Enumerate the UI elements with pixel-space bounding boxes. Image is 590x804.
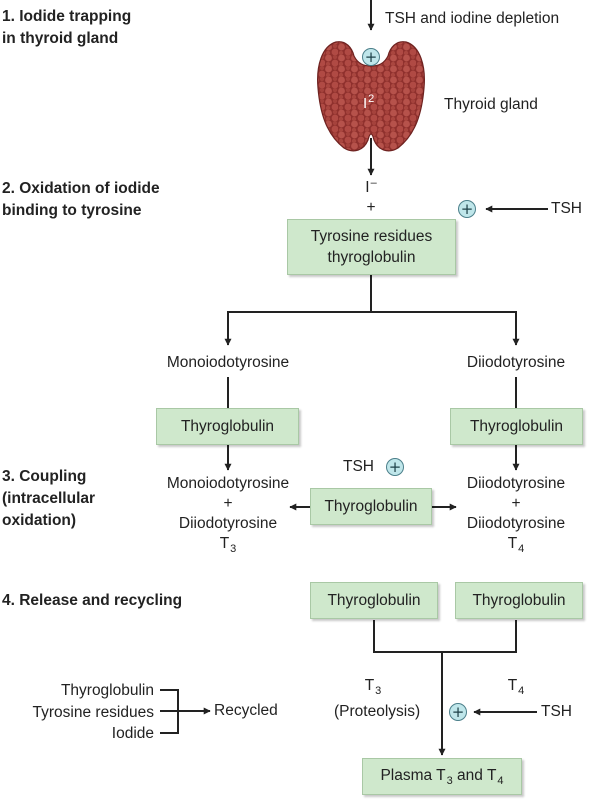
tsh-oxidation-label: TSH [551,200,582,217]
step-2-title: 2. Oxidation of iodide binding to tyrosi… [2,180,160,219]
stimulation-plus-icon: + [386,458,404,476]
proteolysis-label: (Proteolysis) [334,703,421,720]
left-coupling-result: Monoiodotyrosine + Diiodotyrosine T3 [166,475,290,555]
t4-release-label: T4 [507,677,525,697]
recycle-item: Iodide [111,725,154,742]
split-to-di [371,311,520,346]
tsh-proteolysis-label: TSH [541,703,572,720]
stimulation-plus-icon: + [362,48,380,66]
monoiodotyrosine-label: Monoiodotyrosine [166,354,290,371]
gland-inner-label: I2 [363,93,375,112]
iodide-label: I– [365,177,377,196]
recycle-item: Tyrosine residues [32,703,154,721]
thyroglobulin-release-box-left: Thyroglobulin [310,582,438,619]
t3-release-label: T3 [364,677,382,697]
iodide-plus: + [366,199,376,216]
thyroglobulin-release-box-right: Thyroglobulin [455,582,583,619]
recycled-label: Recycled [214,702,278,719]
recycle-list: Thyroglobulin Tyrosine residues Iodide [4,680,154,745]
thyroglobulin-box-right: Thyroglobulin [450,408,583,445]
thyroglobulin-coupling-box: Thyroglobulin [310,488,432,525]
tyrosine-thyroglobulin-box: Tyrosine residues thyroglobulin [287,219,456,275]
tsh-coupling-label: TSH [343,458,374,475]
plasma-t3-t4-box: Plasma T3 and T4 [362,758,522,795]
release-bracket [373,620,517,653]
diiodotyrosine-label: Diiodotyrosine [466,354,566,371]
recycle-item: Thyroglobulin [60,682,154,699]
thyroglobulin-box-left: Thyroglobulin [156,408,299,445]
step-3-title: 3. Coupling (intracellular oxidation) [2,468,96,529]
thyroid-gland-label: Thyroid gland [444,96,538,113]
right-coupling-result: Diiodotyrosine + Diiodotyrosine T4 [466,475,566,555]
step-1-title: 1. Iodide trapping in thyroid gland [2,8,132,47]
stimulation-plus-icon: + [458,200,476,218]
stimulus-label: TSH and iodine depletion [385,10,560,27]
split-to-mono [224,275,372,346]
step-4-title: 4. Release and recycling [2,592,183,609]
stimulation-plus-icon: + [449,703,467,721]
